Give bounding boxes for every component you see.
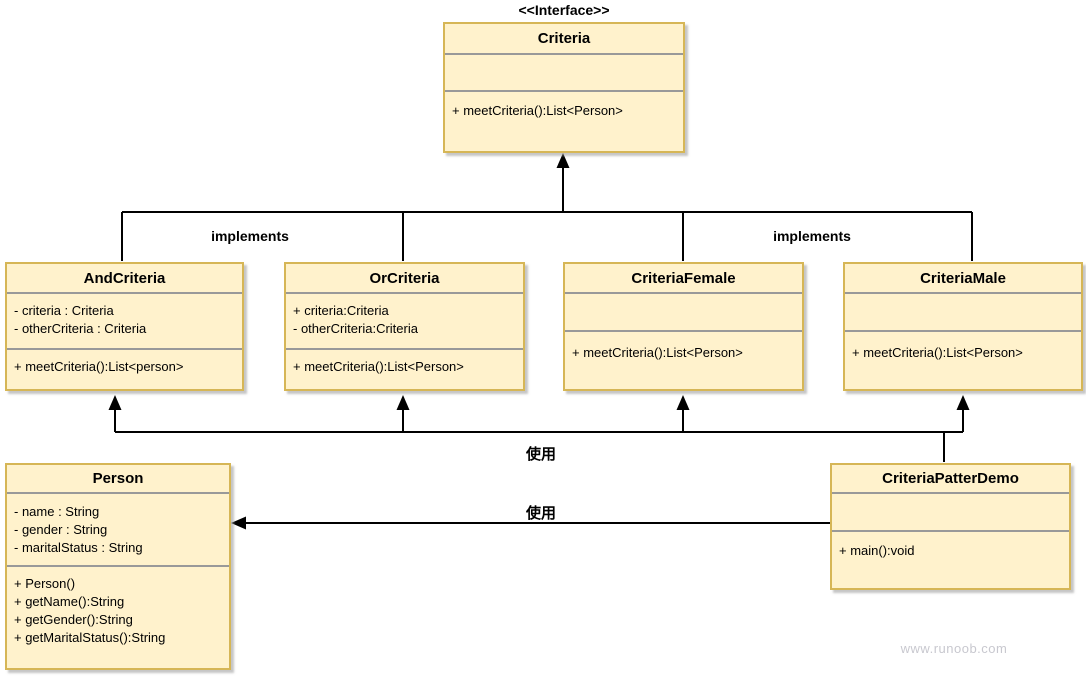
implements-label-right: implements — [773, 228, 851, 244]
use-label-bottom: 使用 — [525, 505, 556, 522]
attributes-section: - criteria : Criteria - otherCriteria : … — [7, 292, 242, 348]
method-line: + meetCriteria():List<person> — [14, 359, 184, 374]
class-box-person: Person - name : String - gender : String… — [5, 463, 231, 670]
method-line: + Person() — [14, 576, 76, 591]
class-box-orcriteria: OrCriteria + criteria:Criteria - otherCr… — [284, 262, 525, 391]
methods-section: + meetCriteria():List<Person> — [845, 330, 1081, 389]
arrowhead-up-criteriamale — [956, 395, 970, 410]
implements-label-left: implements — [211, 228, 289, 244]
method-line: + getGender():String — [14, 612, 133, 627]
method-line: + getMaritalStatus():String — [14, 630, 166, 645]
method-line: + meetCriteria():List<Person> — [572, 345, 743, 360]
attributes-section: - name : String - gender : String - mari… — [7, 492, 229, 565]
attributes-section — [445, 53, 683, 90]
method-line: + main():void — [839, 543, 915, 558]
attributes-section — [832, 492, 1069, 530]
arrowhead-up-orcriteria — [396, 395, 410, 410]
methods-section: + Person() + getName():String + getGende… — [7, 565, 229, 668]
watermark: www.runoob.com — [900, 641, 1008, 656]
attribute-line: - otherCriteria:Criteria — [293, 321, 418, 336]
class-box-criteriapatterdemo: CriteriaPatterDemo + main():void — [830, 463, 1071, 590]
methods-section: + main():void — [832, 530, 1069, 588]
attributes-section: + criteria:Criteria - otherCriteria:Crit… — [286, 292, 523, 348]
attribute-line: - gender : String — [14, 522, 108, 537]
methods-section: + meetCriteria():List<person> — [7, 348, 242, 389]
interface-stereotype-label: <<Interface>> — [518, 2, 610, 18]
attribute-line: - maritalStatus : String — [14, 540, 143, 555]
method-line: + meetCriteria():List<Person> — [293, 359, 464, 374]
methods-section: + meetCriteria():List<Person> — [445, 90, 683, 151]
use-label-top: 使用 — [525, 446, 556, 463]
method-line: + getName():String — [14, 594, 125, 609]
method-line: + meetCriteria():List<Person> — [452, 103, 623, 118]
class-box-criteriafemale: CriteriaFemale + meetCriteria():List<Per… — [563, 262, 804, 391]
class-title: CriteriaFemale — [631, 269, 736, 287]
attributes-section — [565, 292, 802, 330]
class-title: Person — [92, 470, 144, 487]
attributes-section — [845, 292, 1081, 330]
class-box-criteriamale: CriteriaMale + meetCriteria():List<Perso… — [843, 262, 1083, 391]
methods-section: + meetCriteria():List<Person> — [565, 330, 802, 389]
method-line: + meetCriteria():List<Person> — [852, 345, 1023, 360]
arrowhead-left-person — [231, 516, 246, 530]
attribute-line: + criteria:Criteria — [293, 303, 389, 318]
class-title: OrCriteria — [369, 269, 440, 287]
class-title: CriteriaMale — [920, 269, 1006, 287]
attribute-line: - criteria : Criteria — [14, 303, 114, 318]
class-title: AndCriteria — [83, 269, 166, 287]
arrowhead-up-criteriafemale — [676, 395, 690, 410]
implements-connector — [121, 167, 973, 261]
attribute-line: - name : String — [14, 504, 100, 519]
class-title: CriteriaPatterDemo — [882, 470, 1019, 487]
class-title: Criteria — [537, 30, 591, 47]
class-box-andcriteria: AndCriteria - criteria : Criteria - othe… — [5, 262, 244, 391]
arrowhead-up-andcriteria — [108, 395, 122, 410]
arrowhead-up-criteria — [556, 153, 570, 168]
class-box-criteria: Criteria + meetCriteria():List<Person> — [443, 22, 685, 153]
methods-section: + meetCriteria():List<Person> — [286, 348, 523, 389]
attribute-line: - otherCriteria : Criteria — [14, 321, 147, 336]
